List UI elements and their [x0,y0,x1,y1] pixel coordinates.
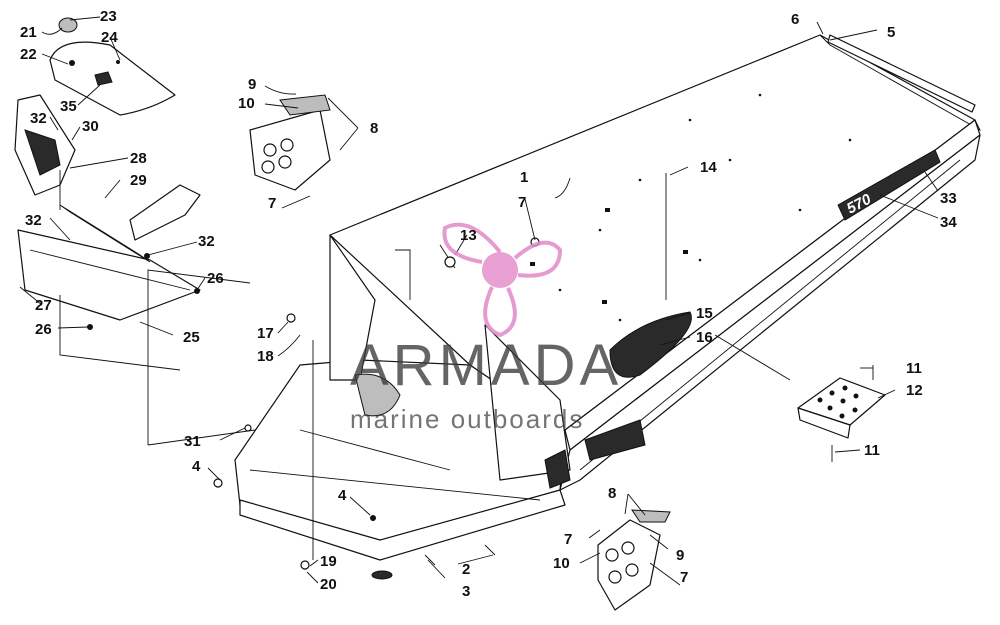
callout-10a: 10 [238,95,255,112]
callout-19: 19 [320,553,337,570]
callout-26b: 26 [35,321,52,338]
running-board-strip [827,34,976,113]
upper-skid-plate [49,17,176,116]
bumper-cap [371,570,393,580]
watermark: ARMADA marine outboards [350,222,622,434]
callout-23: 23 [100,8,117,25]
watermark-tagline: marine outboards [350,404,584,434]
callout-35: 35 [60,98,77,115]
leader-lines [19,16,939,586]
callout-22: 22 [20,46,37,63]
callout-24: 24 [101,29,118,46]
callout-1: 1 [520,169,528,186]
lower-footrest-bracket [597,509,671,611]
watermark-logo-icon [442,222,563,338]
callout-18: 18 [257,348,274,365]
callout-30: 30 [82,118,99,135]
callout-20: 20 [320,576,337,593]
callout-7a: 7 [518,194,526,211]
callout-11a: 11 [906,360,922,377]
callout-15: 15 [696,305,713,322]
callout-labels: 1 2 3 4 4 5 6 7 7 7 7 8 8 9 9 10 10 11 1… [20,8,957,600]
fasteners [213,173,874,570]
callout-25: 25 [183,329,200,346]
callout-9a: 9 [248,76,256,93]
callout-7c: 7 [564,531,572,548]
callout-16: 16 [696,329,713,346]
callout-8a: 8 [370,120,378,137]
callout-3: 3 [462,583,470,600]
callout-32a: 32 [30,110,47,127]
callout-26a: 26 [207,270,224,287]
callout-14: 14 [700,159,717,176]
callout-4a: 4 [192,458,201,475]
callout-28: 28 [130,150,147,167]
callout-32c: 32 [198,233,215,250]
callout-13: 13 [460,227,477,244]
front-chassis [234,234,646,580]
callout-29: 29 [130,172,147,189]
callout-5: 5 [887,24,895,41]
callout-10b: 10 [553,555,570,572]
watermark-brand: ARMADA [350,333,622,398]
callout-31: 31 [184,433,201,450]
callout-21: 21 [20,24,37,41]
callout-8b: 8 [608,485,616,502]
callout-4b: 4 [338,487,347,504]
callout-27: 27 [35,297,52,314]
callout-12: 12 [906,382,923,399]
callout-11b: 11 [864,442,880,459]
step-plate [797,377,886,439]
callout-7d: 7 [680,569,688,586]
upper-footrest-bracket [249,94,331,191]
callout-9b: 9 [676,547,684,564]
callout-34: 34 [940,214,957,231]
callout-17: 17 [257,325,274,342]
callout-7b: 7 [268,195,276,212]
reference-lines [59,170,791,560]
callout-2: 2 [462,561,470,578]
left-bracket-assembly [14,94,201,330]
callout-6: 6 [791,11,799,28]
callout-33: 33 [940,190,957,207]
callout-32b: 32 [25,212,42,229]
